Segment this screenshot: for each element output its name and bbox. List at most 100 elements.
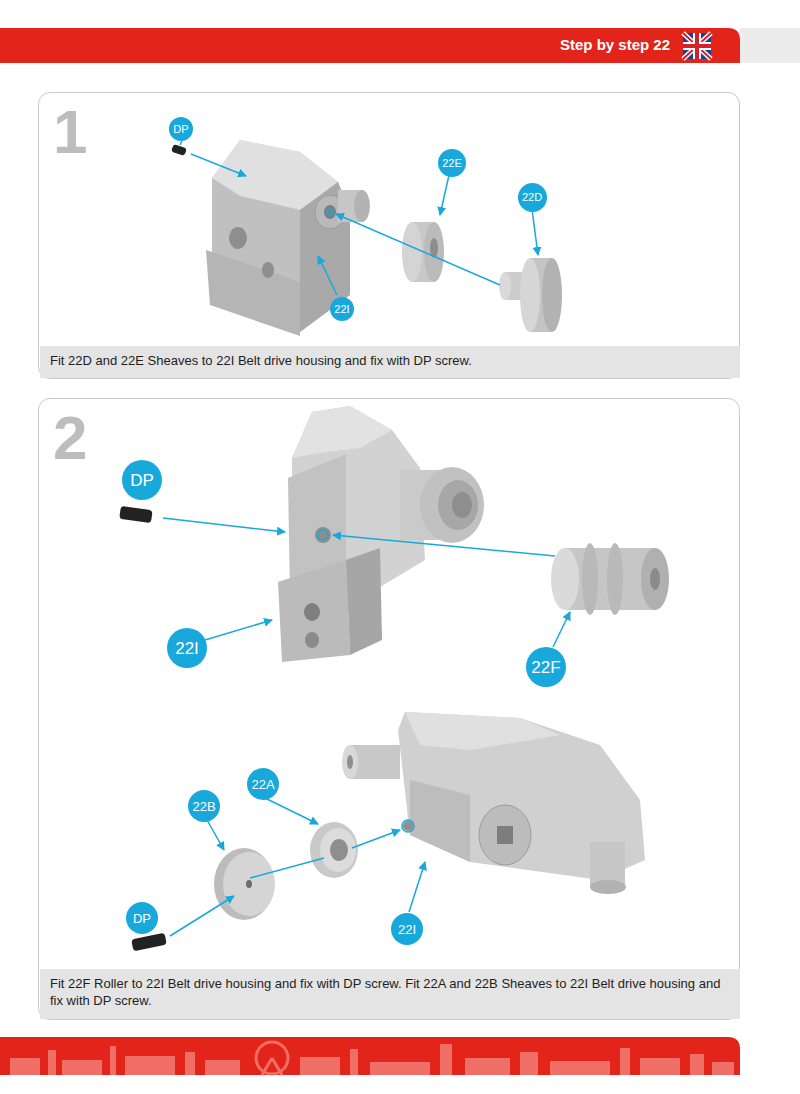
leader-lines-step2-part xyxy=(409,862,425,912)
roller-22f-part xyxy=(582,543,598,615)
callout-number: 22E xyxy=(438,149,466,177)
screw-dp-step2-lower xyxy=(131,933,167,952)
sheave-22b-part xyxy=(223,852,275,916)
instruction-caption: Fit 22F Roller to 22I Belt drive housing… xyxy=(40,969,740,1019)
step-number: 2 xyxy=(53,403,87,473)
housing-22i-step2-lower-part xyxy=(410,780,470,862)
leader-lines-step1-part xyxy=(440,175,449,215)
housing-22i-step2-upper-part xyxy=(315,527,331,543)
footer-skyline-part xyxy=(300,1057,340,1075)
uk-flag-part xyxy=(683,33,711,59)
footer-skyline-part xyxy=(550,1061,610,1075)
callout-label: 22E xyxy=(442,158,462,169)
leader-lines-step1-part xyxy=(318,256,337,295)
uk-flag-part xyxy=(683,33,711,59)
leader-lines-step2 xyxy=(163,518,570,936)
sheave-22e-part xyxy=(402,222,422,282)
housing-22i-step1-part xyxy=(327,209,333,215)
leader-lines-step2-part xyxy=(163,518,285,532)
footer-skyline-part xyxy=(185,1052,195,1075)
footer-skyline xyxy=(0,1037,740,1075)
instruction-text: Fit 22F Roller to 22I Belt drive housing… xyxy=(50,975,730,1009)
callout-number: 22D xyxy=(518,183,547,212)
housing-22i-step2-lower-part xyxy=(347,755,353,769)
leader-lines-step2-part xyxy=(205,620,272,640)
roller-22f-part xyxy=(607,543,623,615)
roller-22f-part xyxy=(641,548,669,610)
sheave-22b-part xyxy=(246,880,252,888)
footer-skyline-part xyxy=(520,1052,538,1075)
screw-dp-step1-part xyxy=(171,144,187,156)
housing-22i-step2-upper-part xyxy=(420,467,484,543)
leader-lines-step2-part xyxy=(207,820,224,850)
screw-dp-step2-lower-part xyxy=(131,933,167,952)
step-panel: 1 DP 22E 22D 22I Fit 22D and 22E Sheaves to 2… xyxy=(38,92,740,379)
housing-22i-step1-part xyxy=(354,190,370,222)
screw-dp-step2-upper-part xyxy=(119,506,152,523)
step-number: 1 xyxy=(53,97,87,167)
housing-22i-step2-upper-part xyxy=(278,560,350,662)
housing-22i-step1-part xyxy=(206,250,300,336)
footer-skyline-part xyxy=(48,1050,56,1075)
callout-number: 22A xyxy=(247,768,279,800)
footer-skyline-part xyxy=(205,1060,240,1075)
uk-flag-part xyxy=(683,33,711,59)
footer-skyline-part xyxy=(620,1048,630,1075)
housing-22i-step2-lower-part xyxy=(590,880,626,894)
sheave-22b-part xyxy=(214,848,274,920)
callout-number: 22I xyxy=(167,628,207,668)
housing-22i-step2-upper-part xyxy=(305,632,319,648)
sheave-22a xyxy=(310,822,358,878)
footer-skyline-part xyxy=(10,1044,734,1075)
housing-22i-step2-upper-part xyxy=(452,492,472,518)
footer-skyline-part xyxy=(465,1058,510,1075)
footer-skyline-part xyxy=(125,1056,175,1075)
header-band-part xyxy=(740,28,800,63)
housing-22i-step2-lower-part xyxy=(405,712,560,750)
footer-skyline-part xyxy=(440,1044,452,1075)
callout-number: DP xyxy=(169,117,193,141)
leader-lines-step1-part xyxy=(180,141,182,145)
callout-label: DP xyxy=(173,124,188,135)
sheave-22e-part xyxy=(424,222,444,282)
screw-dp-step2-upper xyxy=(119,506,152,523)
uk-flag xyxy=(683,33,711,59)
sheave-22a-part xyxy=(330,839,348,861)
header-band-part xyxy=(0,28,740,63)
screw-dp-step1 xyxy=(171,144,187,156)
leader-lines-step2-part xyxy=(250,858,324,878)
sheave-22b xyxy=(214,848,275,920)
callout-label: 22A xyxy=(251,778,274,791)
footer-skyline-part xyxy=(110,1046,116,1075)
housing-22i-step2-upper-part xyxy=(346,548,382,655)
housing-22i-step2-upper-part xyxy=(318,530,328,540)
callout-label: 22B xyxy=(192,800,215,813)
callout-number: DP xyxy=(126,902,158,934)
sheave-22d-part xyxy=(520,258,540,332)
roller-22f-part xyxy=(650,568,660,590)
callout-label: 22I xyxy=(398,923,416,936)
sheave-22d-part xyxy=(499,272,511,300)
sheave-22d xyxy=(499,258,562,332)
sheave-22a-part xyxy=(310,822,358,878)
step-panel: 2DP22I22F22A22BDP22IFit 22F Roller to 22… xyxy=(38,398,740,1020)
sheave-22d-part xyxy=(542,258,562,332)
instruction-text: Fit 22D and 22E Sheaves to 22I Belt driv… xyxy=(50,352,730,369)
footer-skyline-part xyxy=(640,1058,680,1075)
leader-lines-step2-part xyxy=(265,798,318,824)
page-title: Step by step 22 xyxy=(560,36,670,53)
callout-label: 22I xyxy=(334,304,349,315)
callout-label: DP xyxy=(133,912,151,925)
uk-flag-part xyxy=(683,33,711,59)
leader-lines-step1-part xyxy=(532,209,538,255)
sheave-22a-part xyxy=(320,828,356,872)
roller-22f xyxy=(551,543,669,615)
housing-22i-step2-lower-part xyxy=(497,826,513,844)
housing-22i-step2-lower-part xyxy=(403,821,413,831)
housing-22i-step1-part xyxy=(324,205,336,219)
callout-label: 22F xyxy=(531,659,560,676)
leader-lines-step1 xyxy=(180,141,538,295)
header-band xyxy=(0,28,800,63)
uk-flag-part xyxy=(683,33,711,59)
leader-lines-step2-part xyxy=(170,896,234,936)
